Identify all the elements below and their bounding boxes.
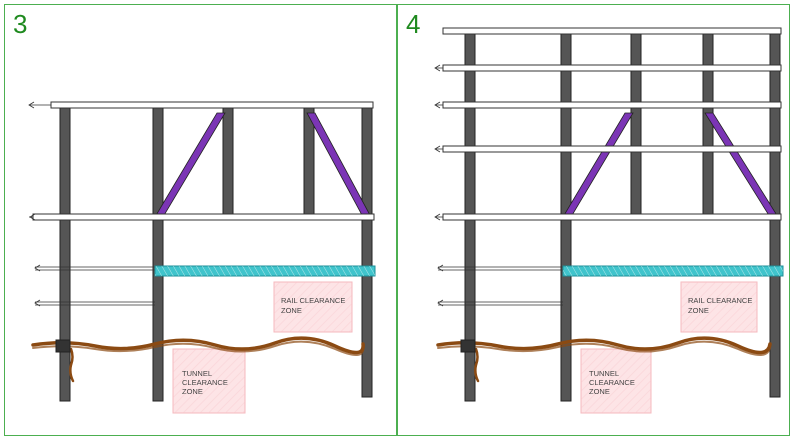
tunnel-zone-label-line2: CLEARANCE xyxy=(182,378,228,387)
slab xyxy=(442,145,782,153)
column xyxy=(59,106,71,402)
brace xyxy=(704,112,779,218)
slab xyxy=(442,101,782,109)
tunnel-zone-label-line3: ZONE xyxy=(182,387,203,396)
column xyxy=(222,106,234,220)
stage-3-panel: 3 RAIL CLEARANCE ZONE TUNNEL CLEARANCE Z… xyxy=(4,4,397,436)
brace xyxy=(306,112,372,218)
column xyxy=(152,106,164,402)
brace xyxy=(154,112,226,218)
tunnel-zone-label-line1: TUNNEL xyxy=(589,369,619,378)
slab xyxy=(442,213,782,221)
diagonal-braces xyxy=(154,112,372,218)
stage-3-structure-diagram: RAIL CLEARANCE ZONE TUNNEL CLEARANCE ZON… xyxy=(28,101,376,414)
tunnel-zone-label-line3: ZONE xyxy=(589,387,610,396)
slab xyxy=(32,213,375,221)
stage-number: 4 xyxy=(406,9,421,39)
tunnel-clearance-zone: TUNNEL CLEARANCE ZONE xyxy=(172,348,246,414)
transfer-beam xyxy=(562,265,784,277)
column xyxy=(702,32,714,220)
ground-line xyxy=(436,336,772,383)
rail-zone-label-line2: ZONE xyxy=(688,306,709,315)
slab xyxy=(50,101,374,109)
column xyxy=(630,32,642,220)
tunnel-clearance-zone: TUNNEL CLEARANCE ZONE xyxy=(580,348,652,414)
floor-slabs xyxy=(32,101,375,221)
slab xyxy=(442,27,782,35)
tunnel-zone-label-line2: CLEARANCE xyxy=(589,378,635,387)
rail-zone-label-line1: RAIL CLEARANCE xyxy=(281,296,345,305)
slab-extensions xyxy=(434,64,563,307)
slab xyxy=(442,64,782,72)
diagonal-braces xyxy=(562,112,779,218)
rail-clearance-zone: RAIL CLEARANCE ZONE xyxy=(273,281,353,333)
rail-zone-label-line2: ZONE xyxy=(281,306,302,315)
stage-number: 3 xyxy=(13,9,28,39)
tunnel-zone-label-line1: TUNNEL xyxy=(182,369,212,378)
floor-slabs xyxy=(442,27,782,221)
transfer-beam xyxy=(154,265,376,277)
rail-zone-label-line1: RAIL CLEARANCE xyxy=(688,296,752,305)
stage-4-structure-diagram: RAIL CLEARANCE ZONE TUNNEL CLEARANCE ZON… xyxy=(434,27,784,414)
rail-clearance-zone: RAIL CLEARANCE ZONE xyxy=(680,281,758,333)
brace xyxy=(562,112,634,218)
column xyxy=(361,106,373,398)
ground-line xyxy=(31,336,365,383)
stage-4-panel: 4 RAIL CLEARANCE ZONE TUNNEL CLEARANCE Z… xyxy=(397,4,790,436)
slab-extensions xyxy=(28,101,155,307)
